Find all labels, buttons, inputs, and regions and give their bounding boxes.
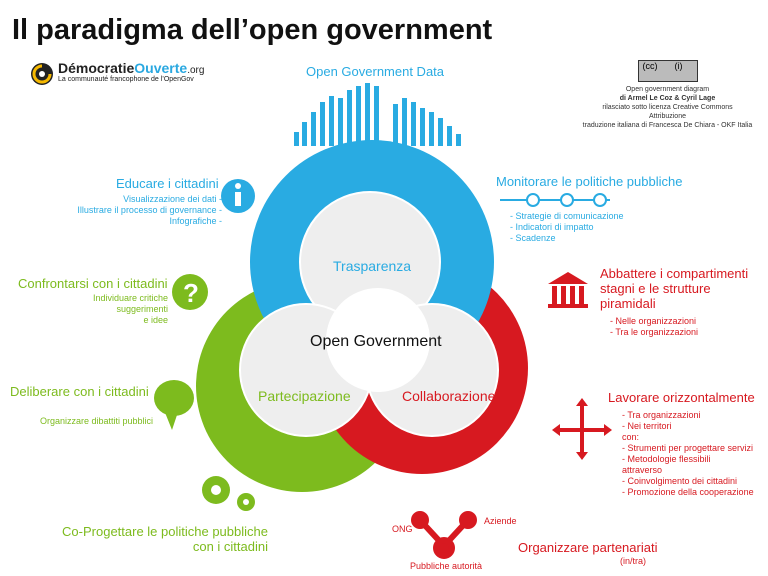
lavorare-item: - Strumenti per progettare servizi (622, 443, 754, 453)
logo-name-c: .org (187, 65, 205, 76)
partenariati-node-aziende: Aziende (484, 516, 517, 526)
educare-item: Infografiche - (169, 216, 222, 226)
abbattere-items: - Nelle organizzazioni - Tra le organizz… (610, 316, 698, 338)
monitorare-item: - Strategie di comunicazione (510, 211, 624, 221)
trasparenza-label: Trasparenza (333, 258, 412, 274)
lavorare-item: - Promozione della cooperazione (622, 487, 754, 497)
data-bars-icon (294, 83, 461, 146)
question-icon: ? (172, 274, 208, 310)
partenariati-label: Organizzare partenariati (518, 540, 658, 555)
educare-item: Illustrare il processo di governance - (77, 205, 222, 215)
abbattere-item: - Nelle organizzazioni (610, 316, 697, 326)
educare-label: Educare i cittadini (116, 176, 219, 191)
deliberare-item: Organizzare dibattiti pubblici (40, 416, 154, 426)
page-title: Il paradigma dell’open government (12, 14, 493, 46)
lavorare-label: Lavorare orizzontalmente (608, 390, 755, 405)
abbattere-item: - Tra le organizzazioni (610, 327, 699, 337)
coprogettare-label: Co-Progettare le politiche pubbliche con… (62, 524, 268, 554)
coprogettare-label-1: Co-Progettare le politiche pubbliche (62, 524, 268, 539)
democratie-ouverte-logo: DémocratieOuverte.org La communauté fran… (30, 60, 220, 90)
open-government-data-label: Open Government Data (306, 64, 445, 79)
license-block: (cc)(i) Open government diagram di Armel… (575, 60, 760, 130)
abbattere-label-1: Abbattere i compartimenti (600, 266, 749, 281)
educare-items: Visualizzazione dei dati - Illustrare il… (77, 194, 222, 227)
svg-text:?: ? (183, 278, 199, 308)
confrontarsi-items: Individuare critiche suggerimenti e idee (93, 293, 168, 326)
deliberare-label: Deliberare con i cittadini (10, 384, 149, 399)
speech-bubble-icon (154, 380, 194, 430)
monitorare-item: - Indicatori di impatto (510, 222, 594, 232)
building-icon (548, 272, 588, 308)
monitorare-item: - Scadenze (510, 233, 556, 243)
timeline-icon (500, 193, 610, 207)
monitorare-label: Monitorare le politiche pubbliche (496, 174, 683, 189)
monitorare-items: - Strategie di comunicazione - Indicator… (510, 211, 624, 244)
abbattere-label-3: piramidali (600, 296, 656, 311)
license-line-4: Attribuzione (649, 113, 686, 120)
lavorare-item: attraverso (622, 465, 663, 475)
open-government-core (326, 288, 430, 392)
lavorare-item: - Coinvolgimento dei cittadini (622, 476, 738, 486)
lavorare-item: con: (622, 432, 640, 442)
lavorare-item: - Tra organizzazioni (622, 410, 701, 420)
partenariati-sub: (in/tra) (620, 556, 647, 566)
partenariati-node-ong: ONG (392, 524, 413, 534)
partenariati-node-autorita: Pubbliche autorità (410, 561, 483, 571)
partecipazione-label: Partecipazione (258, 388, 351, 404)
confrontarsi-item: suggerimenti (116, 304, 168, 314)
network-icon (411, 511, 477, 559)
educare-item: Visualizzazione dei dati - (123, 194, 222, 204)
arrows-icon (552, 398, 612, 460)
confrontarsi-label: Confrontarsi con i cittadini (18, 276, 168, 291)
open-government-center-label: Open Government (310, 333, 442, 350)
abbattere-label: Abbattere i compartimenti stagni e le st… (600, 266, 748, 311)
license-line-5: traduzione italiana di Francesca De Chia… (582, 122, 753, 129)
abbattere-label-2: stagni e le strutture (600, 281, 711, 296)
logo-name-a: Démocratie (58, 60, 135, 76)
collaborazione-label: Collaborazione (402, 388, 496, 404)
license-line-3: rilasciato sotto licenza Creative Common… (602, 104, 733, 111)
logo-name-b: Ouverte (134, 60, 188, 76)
license-line-1: Open government diagram (625, 86, 710, 93)
info-icon (221, 179, 255, 213)
lavorare-items: - Tra organizzazioni - Nei territori con… (622, 410, 754, 498)
logo-mark-icon (31, 63, 53, 85)
lavorare-item: - Nei territori (622, 421, 672, 431)
lavorare-item: - Metodologie flessibili (622, 454, 711, 464)
confrontarsi-item: e idee (143, 315, 168, 325)
gears-icon (202, 476, 255, 511)
coprogettare-label-2: con i cittadini (192, 539, 268, 554)
confrontarsi-item: Individuare critiche (92, 293, 168, 303)
logo-tagline: La communauté francophone de l’OpenGov (58, 76, 194, 83)
license-line-2: di Armel Le Coz & Cyril Lage (619, 95, 716, 102)
cc-badge-icon: (cc)(i) (637, 60, 698, 82)
